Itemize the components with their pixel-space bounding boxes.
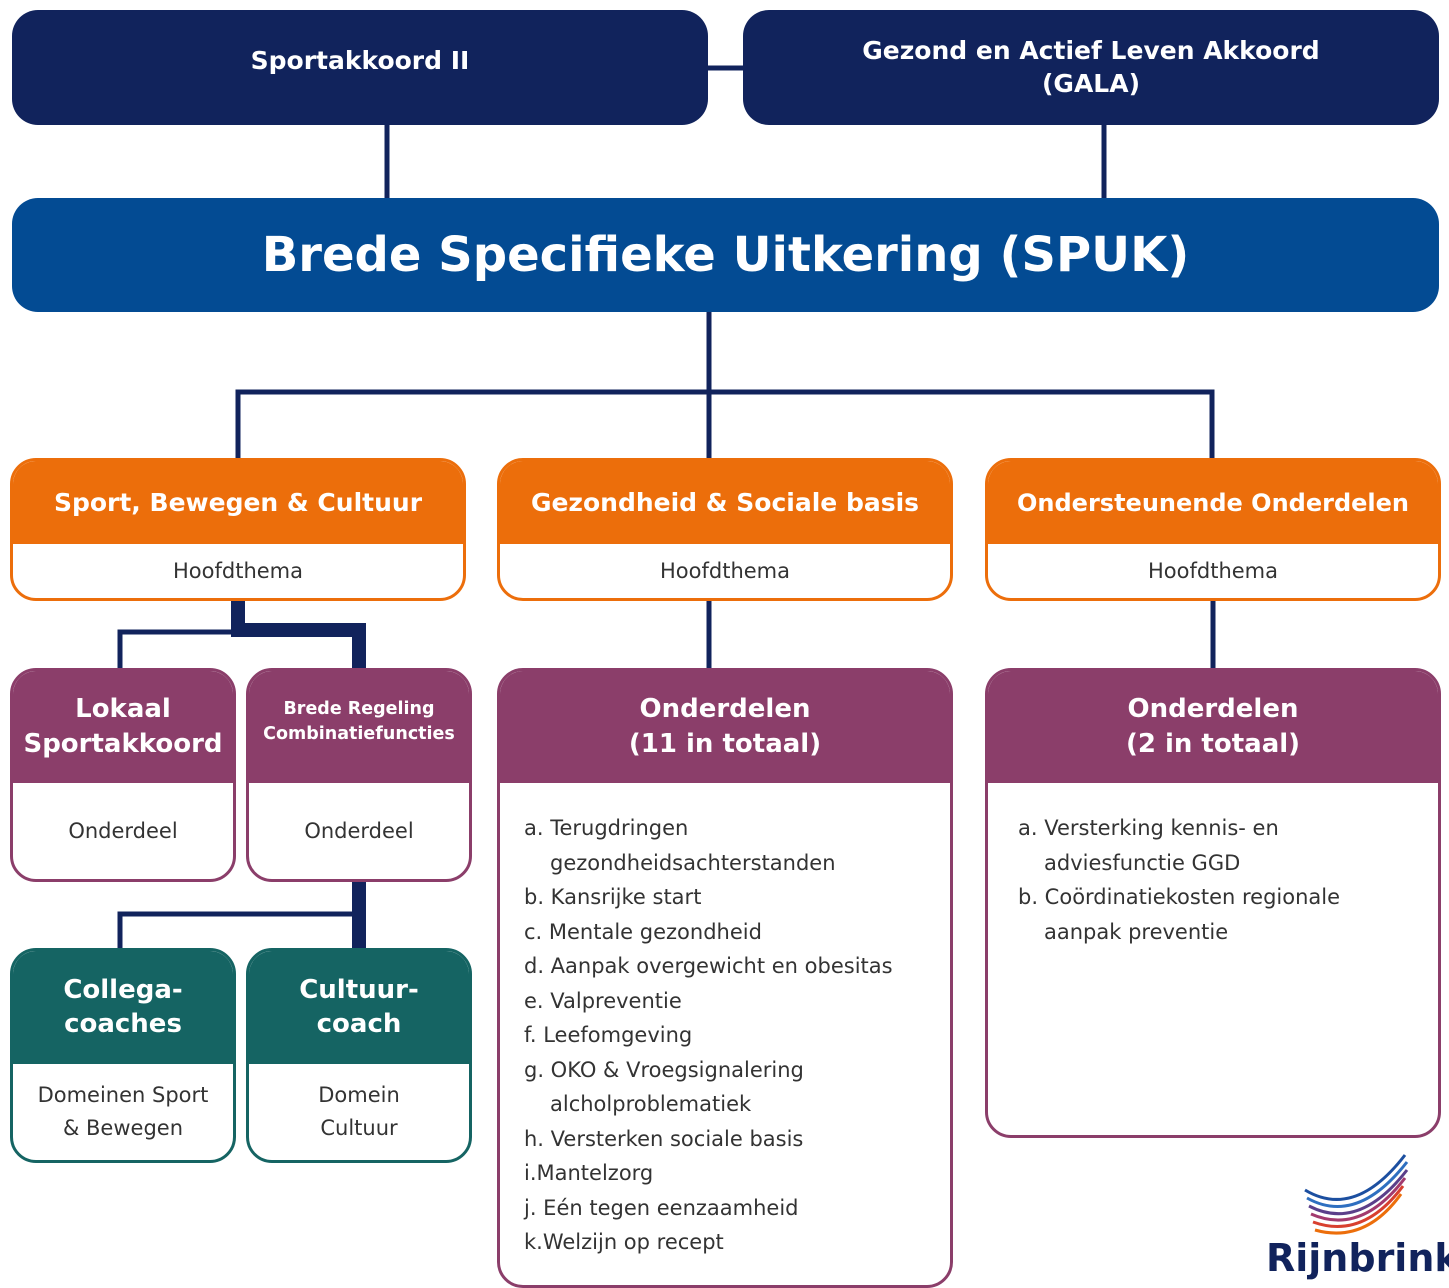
lokaal-sportakkoord-header: Lokaal Sportakkoord (13, 671, 233, 783)
brede-regeling-header: Brede Regeling Combinatiefuncties (249, 671, 469, 783)
theme-support-title: Ondersteunende Onderdelen (1017, 488, 1409, 517)
theme-support-header: Ondersteunende Onderdelen (988, 461, 1438, 544)
cultuurcoach-header: Cultuur- coach (249, 951, 469, 1064)
lokaal-sub: Onderdeel (68, 818, 178, 843)
brede-sub: Onderdeel (304, 818, 414, 843)
sportakkoord-label: Sportakkoord II (250, 46, 470, 75)
theme-sport-card: Sport, Bewegen & Cultuur Hoofdthema (10, 458, 466, 601)
sportakkoord-box: Sportakkoord II (12, 10, 708, 125)
health-onderdeel-item: g. OKO & Vroegsignalering alcholproblema… (524, 1057, 804, 1117)
theme-sport-sub: Hoofdthema (173, 558, 303, 583)
cultuur-sub: Domein Cultuur (249, 1064, 469, 1160)
theme-sport-header: Sport, Bewegen & Cultuur (13, 461, 463, 544)
health-title-line1: Onderdelen (639, 693, 811, 724)
theme-health-sub: Hoofdthema (660, 558, 790, 583)
spuk-title: Brede Specifieke Uitkering (SPUK) (261, 227, 1190, 283)
gala-box: Gezond en Actief Leven Akkoord (GALA) (743, 10, 1439, 125)
health-onderdeel-item: a. Terugdringen gezondheidsachterstanden (524, 816, 836, 875)
lokaal-sportakkoord-card: Lokaal Sportakkoord Onderdeel (10, 668, 236, 882)
collega-title-line2: coaches (64, 1008, 182, 1039)
health-onderdeel-item: k.Welzijn op recept (524, 1230, 724, 1254)
health-onderdelen-header: Onderdelen (11 in totaal) (500, 671, 950, 783)
gala-label-line2: (GALA) (1042, 68, 1140, 98)
lokaal-title-line2: Sportakkoord (23, 729, 223, 759)
cultuur-title-line2: coach (316, 1008, 402, 1039)
cultuur-sub-line1: Domein (318, 1083, 400, 1108)
theme-health-title: Gezondheid & Sociale basis (530, 488, 920, 517)
collega-sub: Domeinen Sport & Bewegen (13, 1064, 233, 1160)
collega-sub-line2: & Bewegen (62, 1116, 184, 1140)
theme-sport-title: Sport, Bewegen & Cultuur (53, 488, 423, 517)
cultuurcoach-card: Cultuur- coach Domein Cultuur (246, 948, 472, 1163)
health-onderdeel-item: c. Mentale gezondheid (524, 919, 762, 944)
support-onderdelen-list: a. Versterking kennis- en adviesfunctie … (988, 783, 1438, 949)
health-onderdelen-card: Onderdelen (11 in totaal) a. Terugdringe… (497, 668, 953, 1288)
brede-title-line1: Brede Regeling (283, 698, 435, 719)
gala-label-line1: Gezond en Actief Leven Akkoord (862, 36, 1320, 65)
health-onderdelen-list: a. Terugdringen gezondheidsachterstanden… (500, 783, 950, 1260)
support-title-line1: Onderdelen (1127, 693, 1299, 724)
theme-support-card: Ondersteunende Onderdelen Hoofdthema (985, 458, 1441, 601)
support-onderdeel-item: a. Versterking kennis- en adviesfunctie … (1018, 816, 1279, 875)
cultuur-sub-line2: Cultuur (320, 1116, 398, 1140)
support-onderdeel-item: b. Coördinatiekosten regionale aanpak pr… (1018, 885, 1341, 944)
health-onderdeel-item: b. Kansrijke start (524, 885, 702, 909)
support-onderdelen-card: Onderdelen (2 in totaal) a. Versterking … (985, 668, 1441, 1138)
support-onderdelen-header: Onderdelen (2 in totaal) (988, 671, 1438, 783)
brede-regeling-card: Brede Regeling Combinatiefuncties Onderd… (246, 668, 472, 882)
cultuur-title-line1: Cultuur- (299, 974, 419, 1005)
theme-health-header: Gezondheid & Sociale basis (500, 461, 950, 544)
health-title-line2: (11 in totaal) (628, 729, 822, 759)
rijnbrink-logo-icon (1304, 1154, 1409, 1235)
health-onderdeel-item: f. Leefomgeving (524, 1023, 693, 1047)
health-onderdeel-item: e. Valpreventie (524, 988, 682, 1013)
spuk-box: Brede Specifieke Uitkering (SPUK) (12, 198, 1439, 312)
theme-support-sub: Hoofdthema (1148, 558, 1278, 583)
collega-title-line1: Collega- (63, 974, 183, 1005)
health-onderdeel-item: i.Mantelzorg (524, 1161, 654, 1185)
health-onderdeel-item: d. Aanpak overgewicht en obesitas (524, 954, 893, 978)
lokaal-title-line1: Lokaal (75, 693, 171, 724)
health-onderdeel-item: j. Eén tegen eenzaamheid (524, 1195, 799, 1220)
collega-sub-line1: Domeinen Sport (37, 1083, 209, 1108)
health-onderdeel-item: h. Versterken sociale basis (524, 1126, 804, 1151)
collega-coaches-card: Collega- coaches Domeinen Sport & Bewege… (10, 948, 236, 1163)
rijnbrink-logo-text: Rijnbrink (1266, 1236, 1449, 1280)
support-title-line2: (2 in totaal) (1125, 729, 1301, 759)
theme-health-card: Gezondheid & Sociale basis Hoofdthema (497, 458, 953, 601)
brede-title-line2: Combinatiefuncties (263, 724, 455, 744)
collega-coaches-header: Collega- coaches (13, 951, 233, 1064)
